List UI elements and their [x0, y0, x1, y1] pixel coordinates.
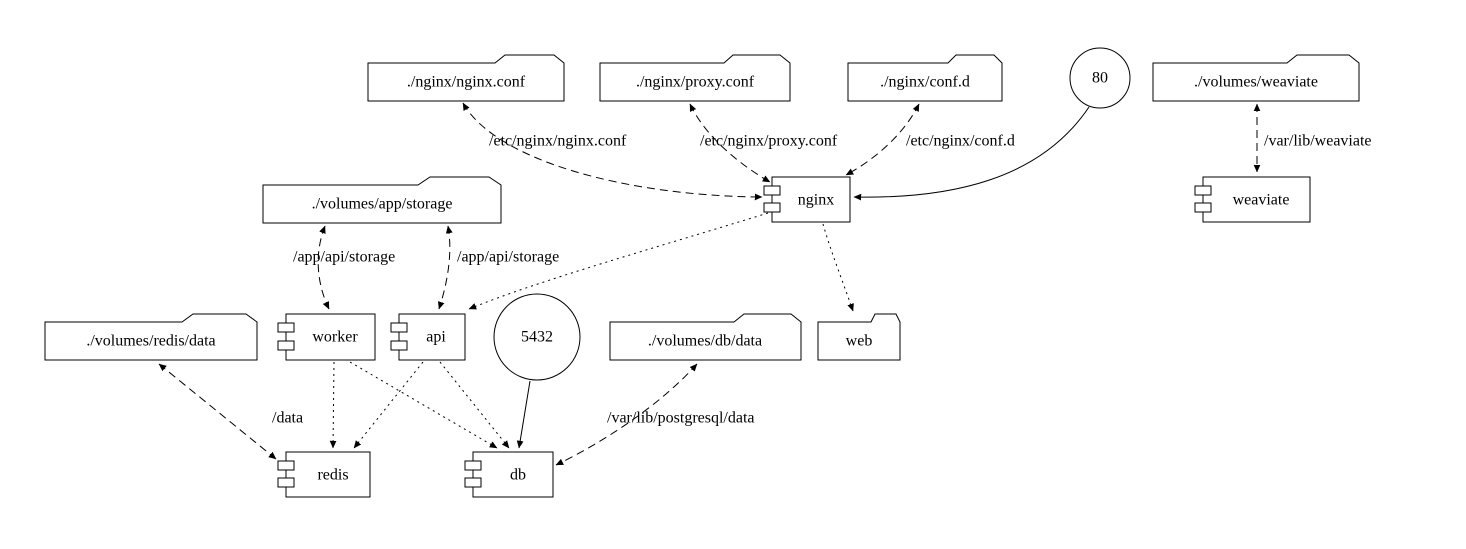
edge-api-depends-db	[439, 361, 510, 449]
node-volumes-redis-data: ./volumes/redis/data	[44, 313, 258, 361]
edge-port-80	[853, 106, 1090, 201]
node-label: ./volumes/redis/data	[86, 333, 215, 350]
edge-db-mount	[555, 363, 698, 466]
edge-label-proxy-conf: /etc/nginx/proxy.conf	[700, 133, 838, 150]
edge-worker-depends-redis	[329, 361, 337, 449]
edge-label-weaviate-mount: /var/lib/weaviate	[1264, 133, 1372, 150]
edge-label-db-mount: /var/lib/postgresql/data	[607, 410, 755, 427]
component-tab-icon	[763, 185, 781, 196]
node-label: ./nginx/conf.d	[880, 74, 970, 91]
component-tab-icon	[464, 460, 482, 471]
edges-layer	[158, 102, 1261, 466]
folder-icon	[262, 176, 502, 224]
component-tab-icon	[277, 477, 295, 488]
node-label: 80	[1092, 70, 1108, 87]
node-volumes-db-data: ./volumes/db/data	[609, 313, 802, 361]
folder-icon	[367, 54, 565, 102]
component-box	[472, 451, 554, 498]
node-label: ./nginx/nginx.conf	[407, 74, 526, 91]
folder-icon	[847, 54, 1003, 102]
node-proxy-conf: ./nginx/proxy.conf	[599, 54, 791, 102]
node-port-5432: 5432	[493, 293, 581, 381]
component-tab-icon	[763, 202, 781, 213]
edge-storage-worker-mount	[317, 225, 330, 310]
node-label: weaviate	[1233, 192, 1290, 209]
node-label: worker	[312, 329, 358, 346]
component-box	[1202, 176, 1311, 223]
edge-port-5432	[516, 380, 531, 449]
edge-label-storage-api: /app/api/storage	[457, 249, 559, 266]
component-tab-icon	[277, 460, 295, 471]
node-label: ./volumes/weaviate	[1194, 74, 1318, 91]
component-box	[285, 451, 371, 498]
node-label: nginx	[798, 192, 834, 209]
node-volumes-app-storage: ./volumes/app/storage	[262, 176, 502, 224]
node-redis: redis	[277, 451, 371, 498]
edge-label-redis-mount: /data	[272, 410, 303, 427]
component-tab-icon	[390, 340, 408, 351]
node-label: ./volumes/app/storage	[312, 196, 453, 213]
node-nginx-conf: ./nginx/nginx.conf	[367, 54, 565, 102]
edge-nginx-conf-mount	[462, 102, 763, 201]
edge-label-conf-d: /etc/nginx/conf.d	[906, 133, 1015, 150]
component-box	[398, 313, 466, 361]
folder-icon	[44, 313, 258, 361]
edge-label-storage-worker: /app/api/storage	[293, 249, 395, 266]
node-label: web	[846, 333, 873, 350]
edge-label-nginx-conf: /etc/nginx/nginx.conf	[489, 133, 627, 150]
node-weaviate: weaviate	[1194, 176, 1311, 223]
component-tab-icon	[277, 322, 295, 333]
component-tab-icon	[464, 477, 482, 488]
node-label: redis	[317, 467, 348, 484]
edge-redis-mount	[158, 363, 277, 460]
component-tab-icon	[277, 340, 295, 351]
folder-icon	[609, 313, 802, 361]
component-tab-icon	[1194, 185, 1212, 196]
edge-nginx-depends-web	[822, 223, 854, 312]
edge-worker-depends-db	[349, 361, 498, 449]
node-conf-d: ./nginx/conf.d	[847, 54, 1003, 102]
node-worker: worker	[277, 313, 376, 361]
node-label: ./nginx/proxy.conf	[636, 74, 755, 91]
edge-storage-api-mount	[437, 225, 453, 310]
edge-conf-d-mount	[845, 103, 920, 176]
component-tab-icon	[390, 322, 408, 333]
nodes-layer: ./nginx/nginx.conf ./nginx/proxy.conf ./…	[44, 47, 1360, 498]
folder-icon	[599, 54, 791, 102]
node-db: db	[464, 451, 554, 498]
folder-icon	[817, 313, 901, 361]
node-api: api	[390, 313, 466, 361]
node-volumes-weaviate: ./volumes/weaviate	[1152, 54, 1360, 102]
node-port-80: 80	[1069, 47, 1131, 109]
node-label: api	[426, 329, 446, 346]
node-label: db	[510, 467, 526, 484]
edge-labels-layer: /etc/nginx/nginx.conf /etc/nginx/proxy.c…	[272, 133, 1372, 427]
edge-api-depends-redis	[353, 361, 424, 449]
node-nginx: nginx	[763, 176, 851, 223]
folder-icon	[1152, 54, 1360, 102]
node-web: web	[817, 313, 901, 361]
edge-proxy-conf-mount	[689, 103, 771, 183]
component-box	[285, 313, 376, 361]
node-label: ./volumes/db/data	[648, 333, 762, 350]
node-label: 5432	[521, 329, 553, 346]
port-circle-icon	[1069, 47, 1131, 109]
component-tab-icon	[1194, 202, 1212, 213]
port-circle-icon	[493, 293, 581, 381]
component-box	[771, 176, 851, 223]
edge-nginx-depends-api	[468, 212, 769, 310]
